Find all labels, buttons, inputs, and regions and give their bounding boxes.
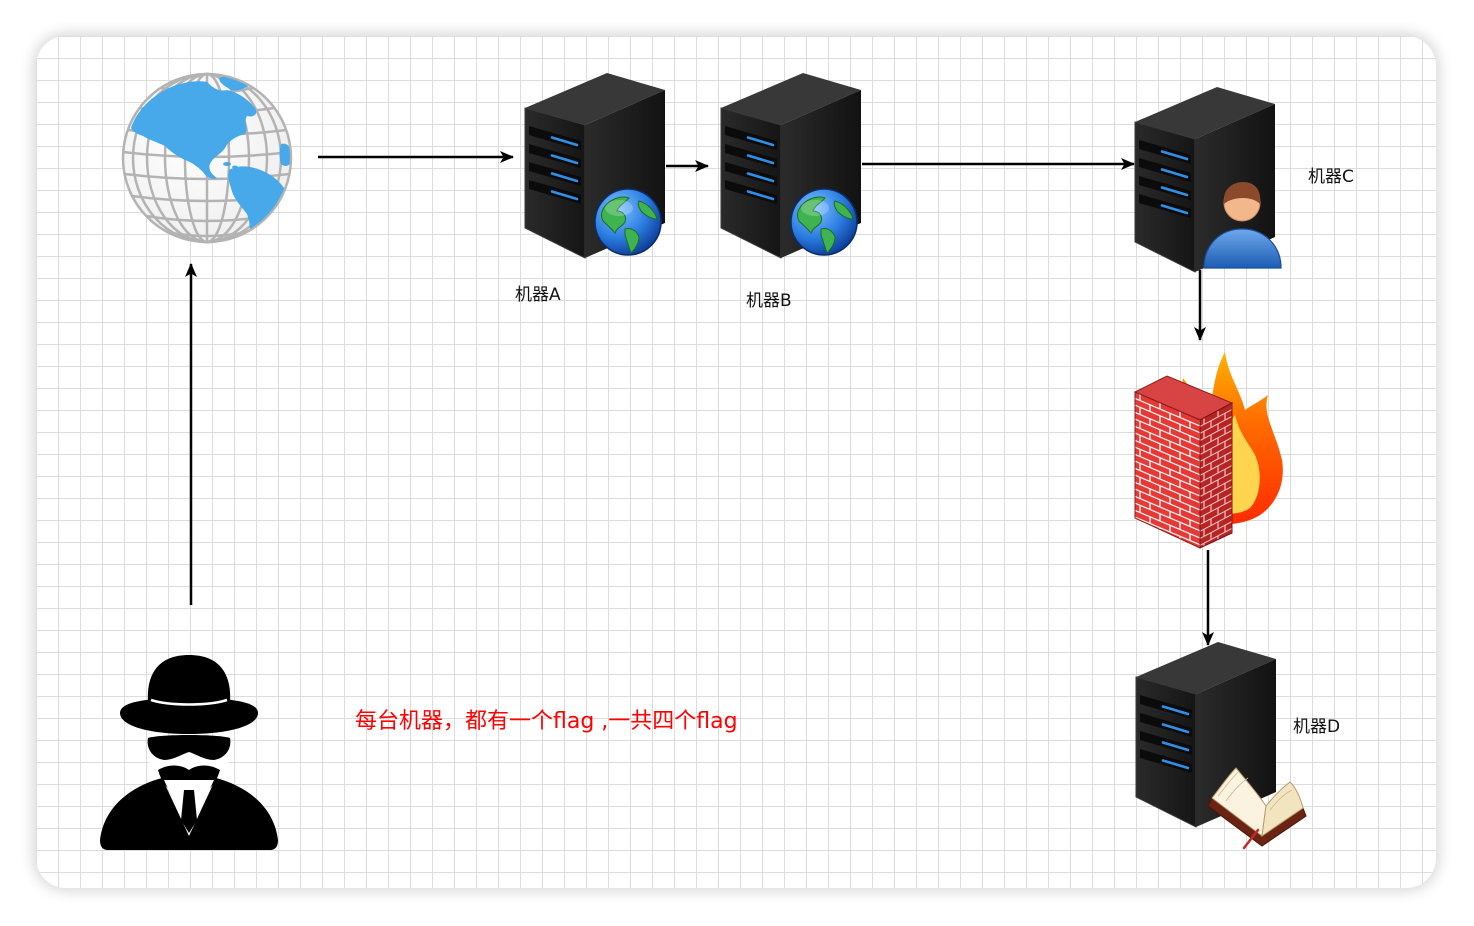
server-c-user-icon <box>1203 182 1282 269</box>
user-hair <box>1223 182 1261 204</box>
hacker-tie <box>181 790 197 833</box>
flag-note: 每台机器，都有一个flag ,一共四个flag <box>355 709 738 734</box>
hacker-hat-band <box>150 698 228 706</box>
server-a-globe-icon <box>594 188 662 256</box>
book-left-pages <box>1211 767 1267 837</box>
book-ribbon <box>1242 828 1260 850</box>
hacker-body <box>100 778 278 850</box>
server-b-label: 机器B <box>746 291 792 311</box>
server-a-label: 机器A <box>515 285 561 305</box>
server-b-globe-icon <box>790 188 858 256</box>
user-body <box>1203 228 1282 269</box>
server-d-label: 机器D <box>1293 717 1340 737</box>
internet-globe-icon <box>121 72 293 244</box>
hacker-mask <box>147 735 231 760</box>
firewall-wall-front <box>1134 391 1201 549</box>
book-page-lines <box>1217 771 1293 811</box>
server-c-label: 机器C <box>1308 167 1354 187</box>
book-right-pages <box>1261 781 1304 838</box>
hacker-hat-crown <box>147 655 231 703</box>
south-america <box>228 166 289 241</box>
server-d-book-icon <box>1207 767 1307 850</box>
firewall-wall-side <box>1199 402 1233 549</box>
hacker-icon <box>100 655 278 850</box>
north-america <box>131 81 257 179</box>
firewall-icon <box>1133 352 1283 549</box>
hacker-hat-brim <box>120 698 258 734</box>
